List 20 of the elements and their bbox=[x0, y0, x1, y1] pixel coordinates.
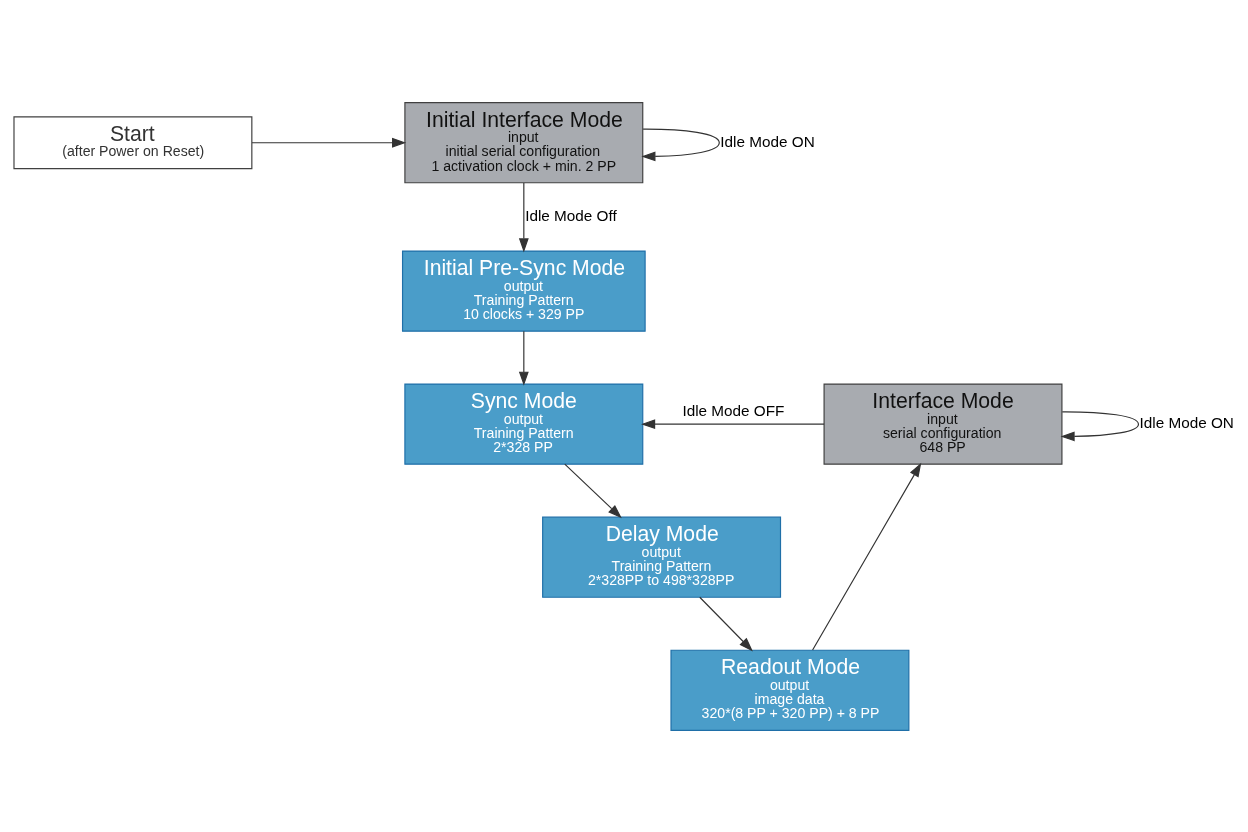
edge-label: Idle Mode Off bbox=[524, 206, 617, 224]
node-box: Start (after Power on Reset) bbox=[12, 115, 252, 169]
edge-label: Idle Mode ON bbox=[719, 132, 815, 150]
arrow bbox=[1060, 410, 1139, 441]
arrow bbox=[640, 418, 825, 429]
edge-label: Idle Mode OFF bbox=[681, 401, 784, 419]
node-box: Delay Mode output Training Pattern 2*328PP to 498*328PP bbox=[541, 516, 781, 598]
node-box: Initial Pre-Sync Mode output Training Pattern 10 clocks + 329 PP bbox=[401, 250, 646, 332]
node-box: Initial Interface Mode input initial serial configuration 1 activation clock + min. 2 PP bbox=[403, 101, 643, 183]
node-box: Sync Mode output Training Pattern 2*328 PP bbox=[403, 383, 643, 465]
arrow bbox=[811, 462, 921, 651]
arrow bbox=[518, 181, 529, 252]
arrow bbox=[250, 137, 406, 148]
edge-label: Idle Mode ON bbox=[1139, 413, 1234, 431]
arrow bbox=[640, 127, 720, 161]
arrow bbox=[698, 596, 753, 651]
arrow bbox=[563, 463, 622, 518]
node-box: Interface Mode input serial configuration 648 PP bbox=[823, 383, 1062, 465]
node-box: Readout Mode output image data 320*(8 PP + 320 PP) + 8 PP bbox=[669, 649, 909, 731]
arrow bbox=[518, 330, 529, 386]
